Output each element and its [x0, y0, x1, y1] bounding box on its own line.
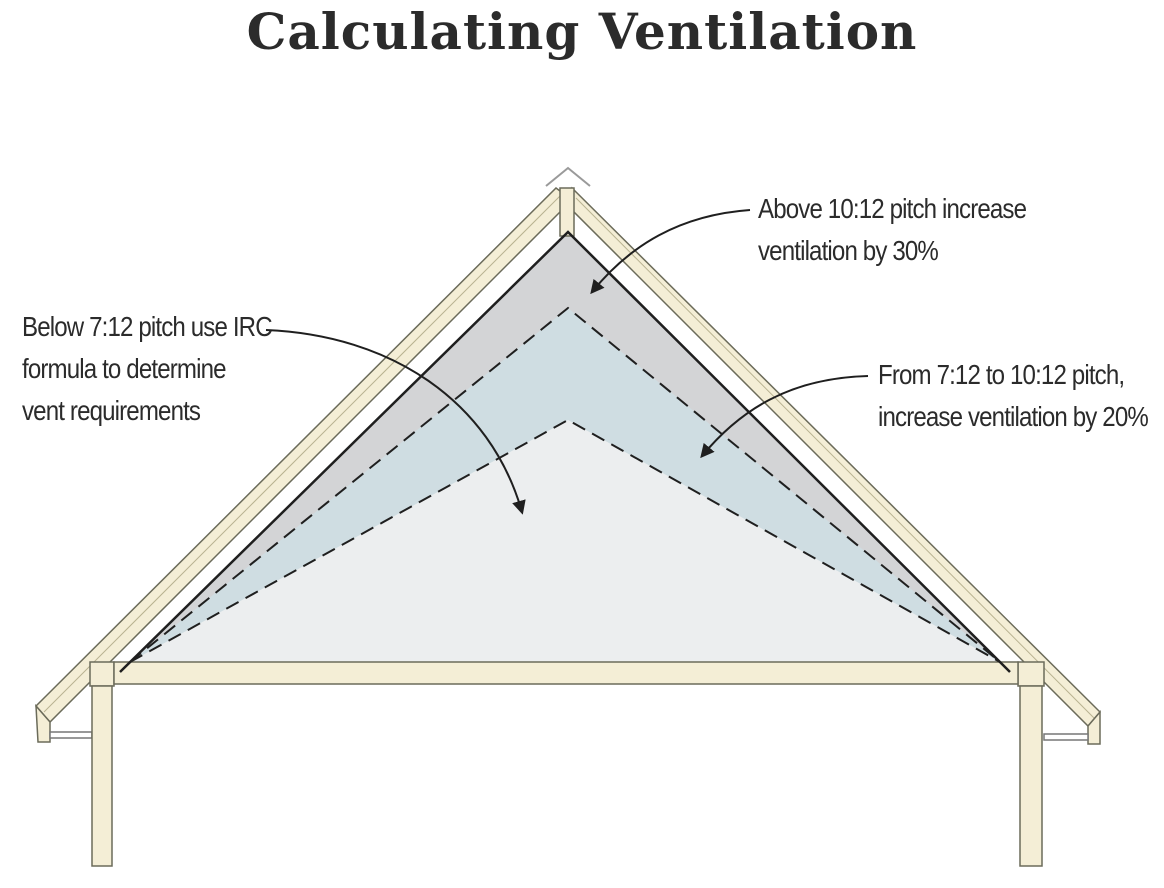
arrow-below-7-12	[265, 329, 526, 515]
attic-boundary-line	[119, 230, 1011, 673]
arrow-above-10-12	[590, 209, 751, 295]
right-soffit	[1043, 733, 1089, 741]
arrow-7-12-to-10-12	[700, 375, 869, 459]
label-above-line-2: ventilation by 30%	[758, 235, 939, 266]
pitch-7-12-dashed-line	[129, 418, 1001, 663]
label-above-line-1: Above 10:12 pitch increase	[758, 193, 1027, 224]
zone-below-7-12	[130, 420, 1000, 662]
ceiling-joist	[113, 661, 1019, 685]
pitch-10-12-dashed-line	[129, 306, 1001, 663]
left-soffit	[49, 731, 93, 739]
right-wall-stud	[1019, 685, 1043, 867]
left-wall-stud	[91, 685, 113, 867]
label-below-line-3: vent requirements	[22, 395, 201, 426]
ridge-board	[559, 187, 575, 237]
label-from-line-2: increase ventilation by 20%	[878, 401, 1149, 432]
diagram-title: Calculating Ventilation	[246, 2, 918, 61]
left-rafter-inner-line	[43, 195, 561, 713]
left-eave-fascia	[35, 703, 51, 743]
ridge-cap	[545, 166, 591, 187]
right-rafter-inner-line	[575, 197, 1095, 719]
label-below-line-2: formula to determine	[22, 353, 227, 384]
right-top-plate	[1017, 661, 1045, 687]
label-7-12-to-10-12: From 7:12 to 10:12 pitch, increase venti…	[878, 354, 1149, 438]
left-top-plate	[89, 661, 115, 687]
label-above-10-12: Above 10:12 pitch increase ventilation b…	[758, 188, 1027, 272]
label-below-line-1: Below 7:12 pitch use IRC	[22, 311, 273, 342]
label-below-7-12: Below 7:12 pitch use IRC formula to dete…	[22, 306, 273, 432]
label-from-line-1: From 7:12 to 10:12 pitch,	[878, 359, 1125, 390]
right-eave-fascia	[1087, 709, 1101, 745]
